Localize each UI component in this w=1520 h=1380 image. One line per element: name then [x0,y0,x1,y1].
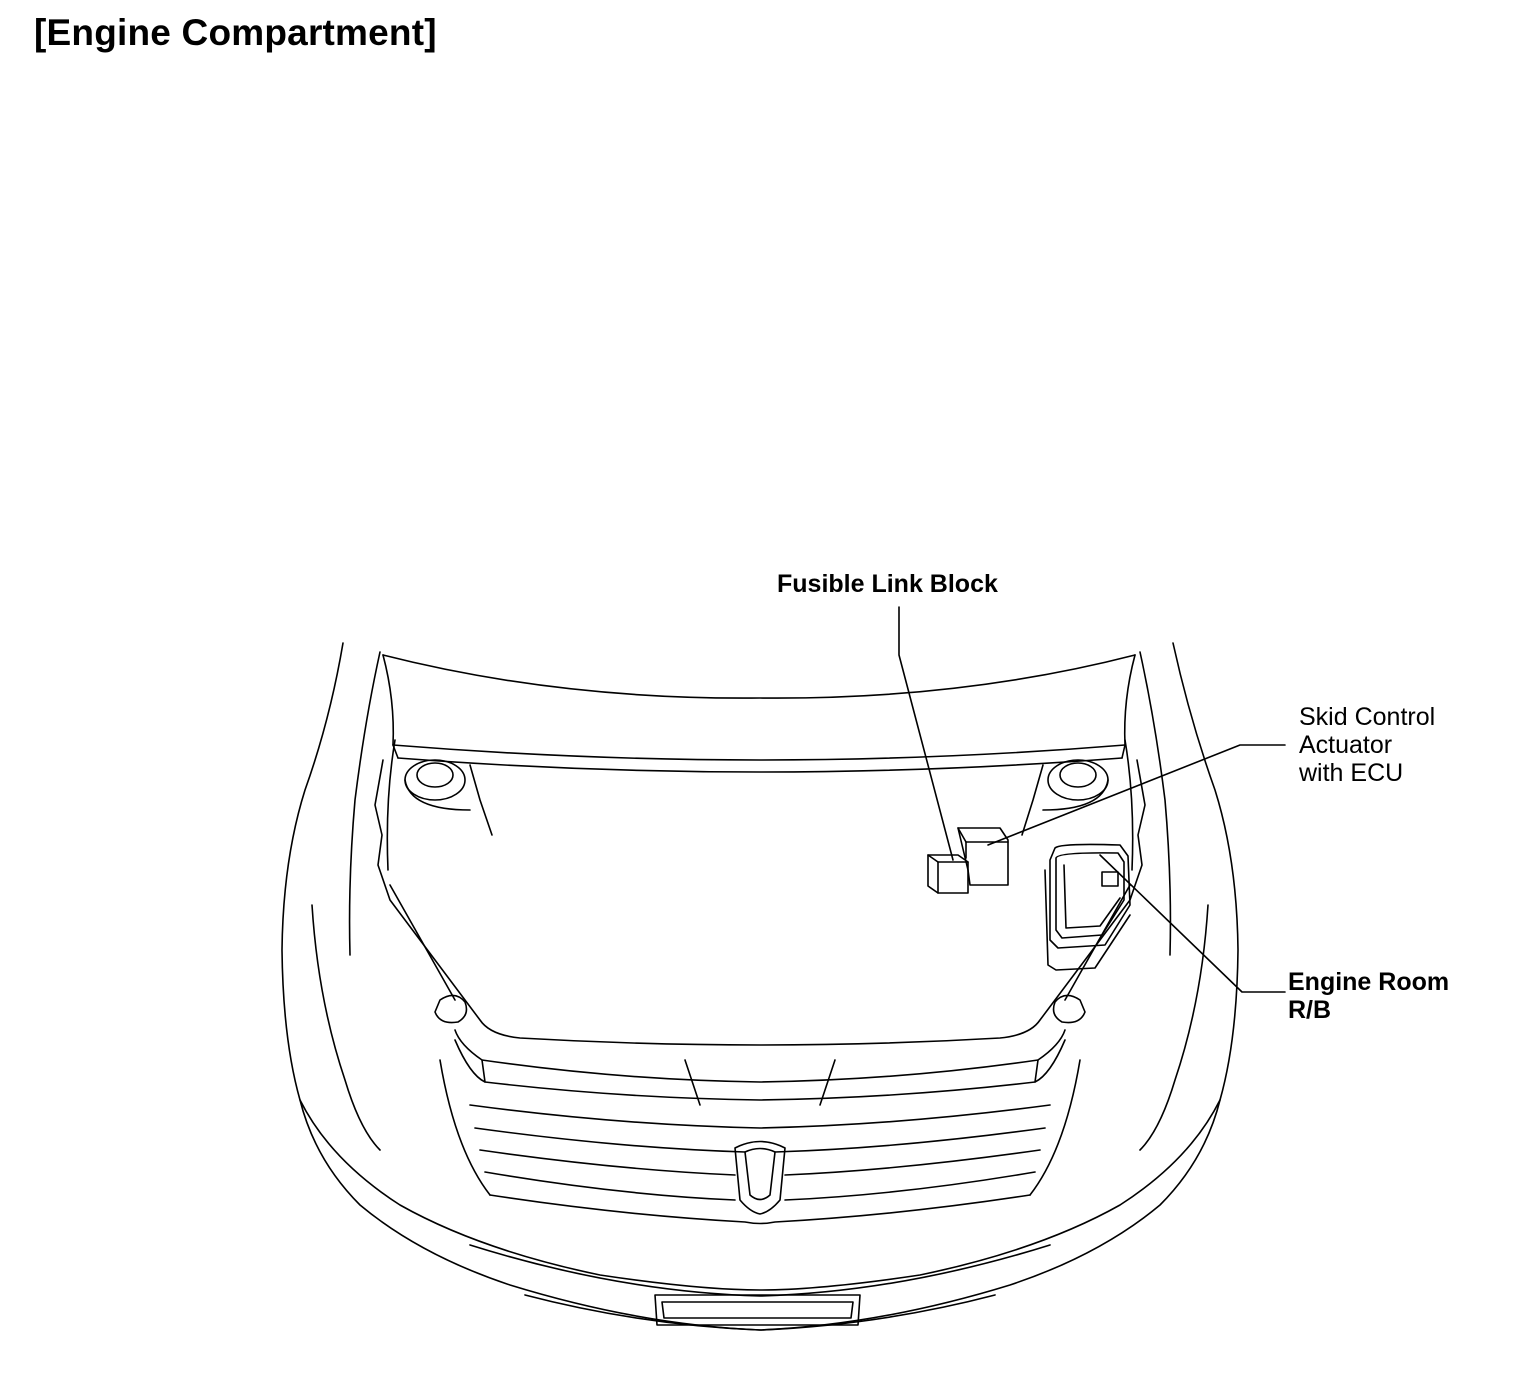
leader-lines [898,606,1286,993]
front-grille [439,1029,1081,1225]
callout-line-2: R/B [1288,996,1332,1024]
page-title: [Engine Compartment] [34,12,437,53]
hood-outline [382,654,1136,1001]
callout-label-engine-room-rb: Engine Room R/B [1288,968,1449,1024]
car-body-outline [281,642,1239,1331]
callout-label-fusible-link-block: Fusible Link Block [777,570,998,598]
leader-engine-room-rb [1099,854,1286,993]
callout-label-skid-control-actuator: Skid Control Actuator with ECU [1299,703,1435,787]
callout-line-1: Skid Control [1299,703,1436,731]
fusible-link-block-part [927,827,1009,894]
callout-line-1: Engine Room [1288,968,1450,996]
engine-room-rb-part [1044,843,1131,971]
license-plate [654,1294,861,1326]
engine-bay [374,759,1146,1046]
callout-line-2: Actuator [1299,731,1393,759]
callout-line-3: with ECU [1299,759,1404,787]
leader-skid-control-actuator [987,744,1286,846]
leader-fusible-link-block [898,606,954,861]
